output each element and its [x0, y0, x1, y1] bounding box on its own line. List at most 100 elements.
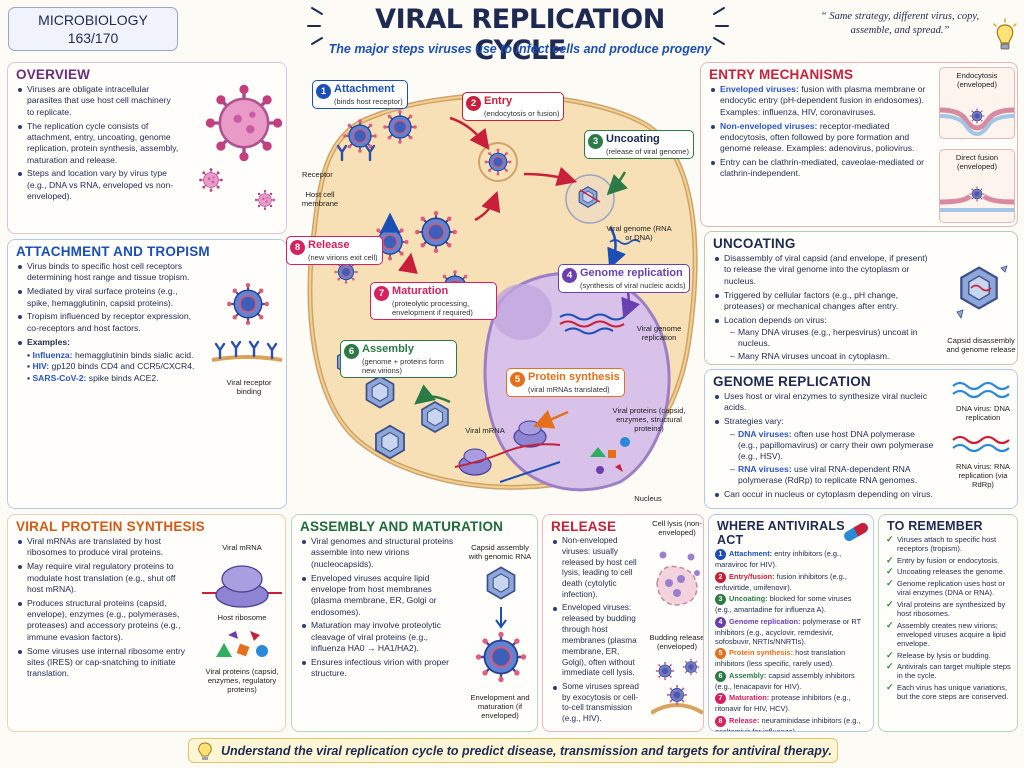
uncoating-panel: UNCOATING Disassembly of viral capsid (a… — [704, 231, 1018, 365]
small-virus-icon — [198, 167, 224, 193]
overview-bullet: Steps and location vary by virus type (e… — [17, 168, 180, 202]
antivirals-title: WHERE ANTIVIRALS ACT — [717, 519, 845, 547]
entry-item: Enveloped viruses: fusion with plasma me… — [710, 84, 933, 118]
remember-item: Each virus has unique variations, but th… — [885, 682, 1011, 701]
budding-icon — [651, 658, 703, 715]
viral-proteins-label: Viral proteins (capsid, enzymes, structu… — [612, 406, 686, 434]
receptor-binding-illustration — [211, 282, 283, 362]
step-number: 5 — [510, 372, 525, 387]
receptor-label: Receptor — [302, 170, 333, 179]
step-number: 7 — [374, 286, 389, 301]
overview-title: OVERVIEW — [16, 67, 91, 82]
pink-virus-icon — [204, 83, 284, 163]
ribosome-label: Host ribosome — [217, 613, 267, 622]
uncoating-title: UNCOATING — [713, 236, 796, 251]
genome-title: GENOME REPLICATION — [713, 374, 871, 389]
course-name: MICROBIOLOGY — [38, 12, 148, 28]
protein-bullet: May require viral regulatory proteins to… — [17, 561, 188, 595]
genome-panel: GENOME REPLICATION Uses host or viral en… — [704, 369, 1018, 509]
step-number: 4 — [562, 268, 577, 283]
assembly-bullet: Maturation may involve proteolytic cleav… — [301, 620, 454, 654]
remember-item: Viruses attach to specific host receptor… — [885, 534, 1011, 553]
uncoating-caption: Capsid disassembly and genome release — [946, 336, 1016, 355]
page-title: VIRAL REPLICATION CYCLE — [375, 4, 665, 66]
lysis-caption: Cell lysis (non-enveloped) — [652, 519, 702, 538]
step-number: 6 — [344, 344, 359, 359]
title-burst-left-icon — [307, 7, 323, 45]
assembly-bullet: Viral genomes and structural proteins as… — [301, 536, 454, 570]
membrane-label: Host cell membrane — [301, 190, 339, 209]
small-virus-icon — [254, 189, 276, 211]
protein-panel: VIRAL PROTEIN SYNTHESIS Viral mRNAs are … — [7, 514, 286, 732]
uncoating-bullet: Triggered by cellular factors (e.g., pH … — [714, 290, 935, 313]
uncoating-bullet: Disassembly of viral capsid (and envelop… — [714, 253, 935, 287]
attachment-bullet: Mediated by viral surface proteins (e.g.… — [17, 286, 202, 309]
footer-text: Understand the viral replication cycle t… — [221, 743, 832, 758]
course-page: 163/170 — [67, 30, 119, 46]
assembly-bullet: Ensures infectious virion with proper st… — [301, 657, 454, 680]
step-number: 1 — [316, 84, 331, 99]
entry-title: ENTRY MECHANISMS — [709, 67, 854, 82]
overview-panel: OVERVIEW Viruses are obligate intracellu… — [7, 62, 287, 234]
overview-bullet: The replication cycle consists of attach… — [17, 121, 180, 166]
protein-bullet: Viral mRNAs are translated by host ribos… — [17, 536, 188, 559]
mrna-label: Viral mRNA — [222, 543, 262, 552]
dna-caption: DNA virus: DNA replication — [955, 404, 1010, 423]
step-attachment: 1 Attachment (binds host receptor) — [312, 80, 408, 109]
fusion-figure: Direct fusion (enveloped) — [939, 149, 1015, 223]
release-bullet: Enveloped viruses: released by budding t… — [552, 603, 643, 679]
entry-panel: ENTRY MECHANISMS Enveloped viruses: fusi… — [700, 62, 1018, 227]
entry-item: Non-enveloped viruses: receptor-mediated… — [710, 121, 933, 155]
uncoating-sub: Many RNA viruses uncoat in cytoplasm. — [730, 351, 935, 363]
proteins-caption: Viral proteins (capsid, enzymes, regulat… — [205, 667, 279, 695]
assembly-title: ASSEMBLY AND MATURATION — [300, 519, 504, 534]
protein-title: VIRAL PROTEIN SYNTHESIS — [16, 519, 205, 534]
release-bullet: Non-enveloped viruses: usually released … — [552, 536, 643, 601]
capsid-disassembly-icon — [956, 265, 1008, 319]
step-protein-synthesis: 5 Protein synthesis (viral mRNAs transla… — [506, 368, 625, 397]
cell-lysis-icon — [656, 551, 700, 606]
remember-item: Viral proteins are synthesized by host r… — [885, 599, 1011, 618]
footer-banner: Understand the viral replication cycle t… — [188, 738, 838, 763]
step-release: 8 Release (new virions exit cell) — [286, 236, 383, 265]
release-bullet: Some viruses spread by exocytosis or cel… — [552, 682, 643, 725]
dna-strand-icon — [952, 381, 1010, 399]
remember-item: Antivirals can target multiple steps in … — [885, 661, 1011, 680]
page-subtitle: The major steps viruses use to infect ce… — [328, 42, 712, 56]
footer-lightbulb-icon — [198, 742, 212, 760]
example-item: ▪ SARS-CoV-2: spike binds ACE2. — [27, 372, 159, 383]
remember-item: Release by lysis or budding. — [885, 650, 1011, 661]
release-panel: RELEASE Non-enveloped viruses: usually r… — [542, 514, 704, 732]
course-label: MICROBIOLOGY 163/170 — [8, 7, 178, 51]
step-genome-replication: 4 Genome replication (synthesis of viral… — [558, 264, 691, 293]
pill-icon — [844, 523, 868, 541]
remember-panel: TO REMEMBER Viruses attach to specific h… — [878, 514, 1018, 732]
genome-bullet: Strategies vary: DNA viruses: often use … — [714, 416, 935, 486]
viral-mrna-label: Viral mRNA — [465, 426, 505, 435]
genome-bullet: Can occur in nucleus or cytoplasm depend… — [714, 489, 935, 500]
step-assembly: 6 Assembly (genome + proteins form new v… — [340, 340, 457, 378]
protein-bullet: Produces structural proteins (capsid, en… — [17, 598, 188, 643]
examples-label: Examples: ▪ Influenza: hemagglutinin bin… — [17, 337, 202, 384]
lightbulb-icon — [993, 18, 1017, 50]
remember-item: Entry by fusion or endocytosis. — [885, 555, 1011, 566]
genome-sub: DNA viruses: often use host DNA polymera… — [730, 429, 935, 463]
assembly-caption-1: Capsid assembly with genomic RNA — [468, 543, 532, 562]
step-number: 3 — [588, 134, 603, 149]
remember-item: Uncoating releases the genome. — [885, 566, 1011, 577]
attachment-bullet: Virus binds to specific host cell recept… — [17, 261, 202, 284]
remember-item: Genome replication uses host or viral en… — [885, 578, 1011, 597]
assembly-caption-2: Envelopment and maturation (if enveloped… — [470, 693, 530, 721]
viral-genome-label: Viral genome (RNA or DNA) — [606, 224, 672, 243]
genome-sub: RNA viruses: use viral RNA-dependent RNA… — [730, 464, 935, 487]
genome-bullet: Uses host or viral enzymes to synthesize… — [714, 391, 935, 414]
nucleus-label: Nucleus — [634, 494, 662, 503]
